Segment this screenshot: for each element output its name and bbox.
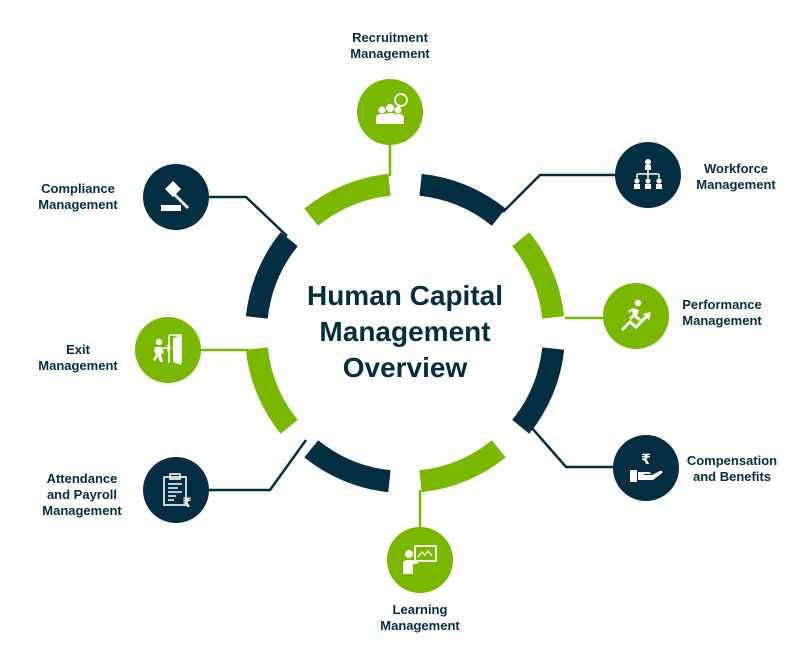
label-line: and Benefits xyxy=(692,469,771,484)
node-compliance[interactable] xyxy=(143,164,209,230)
node-compensation[interactable]: ₹ xyxy=(613,435,679,501)
connector-compensation xyxy=(517,411,614,469)
connector-workforce xyxy=(502,173,615,213)
svg-text:₹: ₹ xyxy=(182,496,191,510)
exit-door-icon xyxy=(153,334,182,365)
ring-segment xyxy=(245,232,298,319)
label-line: Management xyxy=(38,197,118,212)
rupee-hand-icon: ₹ xyxy=(630,452,663,482)
label-line: Learning xyxy=(392,602,448,617)
label-line: and Payroll xyxy=(46,487,118,502)
runner-arrow-up-icon xyxy=(620,299,651,332)
title-line: Overview xyxy=(342,352,468,383)
label-learning: Learning Management xyxy=(355,602,485,634)
label-recruitment: Recruitment Management xyxy=(325,30,455,62)
node-recruitment[interactable] xyxy=(357,79,423,145)
ring-segment xyxy=(419,173,506,226)
label-line: Management xyxy=(42,503,122,518)
node-attendance[interactable]: ₹ xyxy=(143,457,209,523)
node-exit[interactable] xyxy=(135,317,201,383)
label-line: Attendance xyxy=(46,471,118,486)
label-exit: Exit Management xyxy=(13,342,143,374)
ring-segment xyxy=(419,440,506,493)
title-line: Management xyxy=(319,316,491,347)
label-line: Compliance xyxy=(41,181,115,196)
label-line: Management xyxy=(682,313,762,328)
label-line: Management xyxy=(380,618,460,633)
node-workforce[interactable] xyxy=(615,142,681,208)
connector-compliance xyxy=(209,195,288,237)
ring-segment xyxy=(304,173,391,226)
gavel-icon xyxy=(161,181,189,211)
label-workforce: Workforce Management xyxy=(671,161,801,193)
clipboard-rupee-icon: ₹ xyxy=(163,473,192,510)
org-chart-icon xyxy=(634,159,662,189)
group-chat-icon xyxy=(376,93,408,124)
label-line: Exit xyxy=(66,342,90,357)
label-line: Management xyxy=(696,177,776,192)
label-line: Compensation xyxy=(686,453,778,468)
label-line: Management xyxy=(38,358,118,373)
label-line: Workforce xyxy=(703,161,769,176)
connector-attendance xyxy=(209,439,308,492)
label-attendance: Attendance and Payroll Management xyxy=(17,471,147,519)
label-line: Performance xyxy=(682,297,762,312)
node-performance[interactable] xyxy=(603,283,669,349)
ring-segment xyxy=(512,232,565,319)
ring-segment xyxy=(245,347,298,434)
label-compensation: Compensation and Benefits xyxy=(667,453,797,485)
presentation-icon xyxy=(403,545,437,574)
label-line: Recruitment xyxy=(352,30,428,45)
label-compliance: Compliance Management xyxy=(13,181,143,213)
node-learning[interactable] xyxy=(387,527,453,593)
label-performance: Performance Management xyxy=(657,297,787,329)
title-line: Human Capital xyxy=(306,280,504,311)
label-line: Management xyxy=(350,46,430,61)
svg-text:₹: ₹ xyxy=(641,452,651,468)
diagram-title: Human Capital Management Overview xyxy=(255,278,555,386)
ring-segment xyxy=(304,440,391,493)
